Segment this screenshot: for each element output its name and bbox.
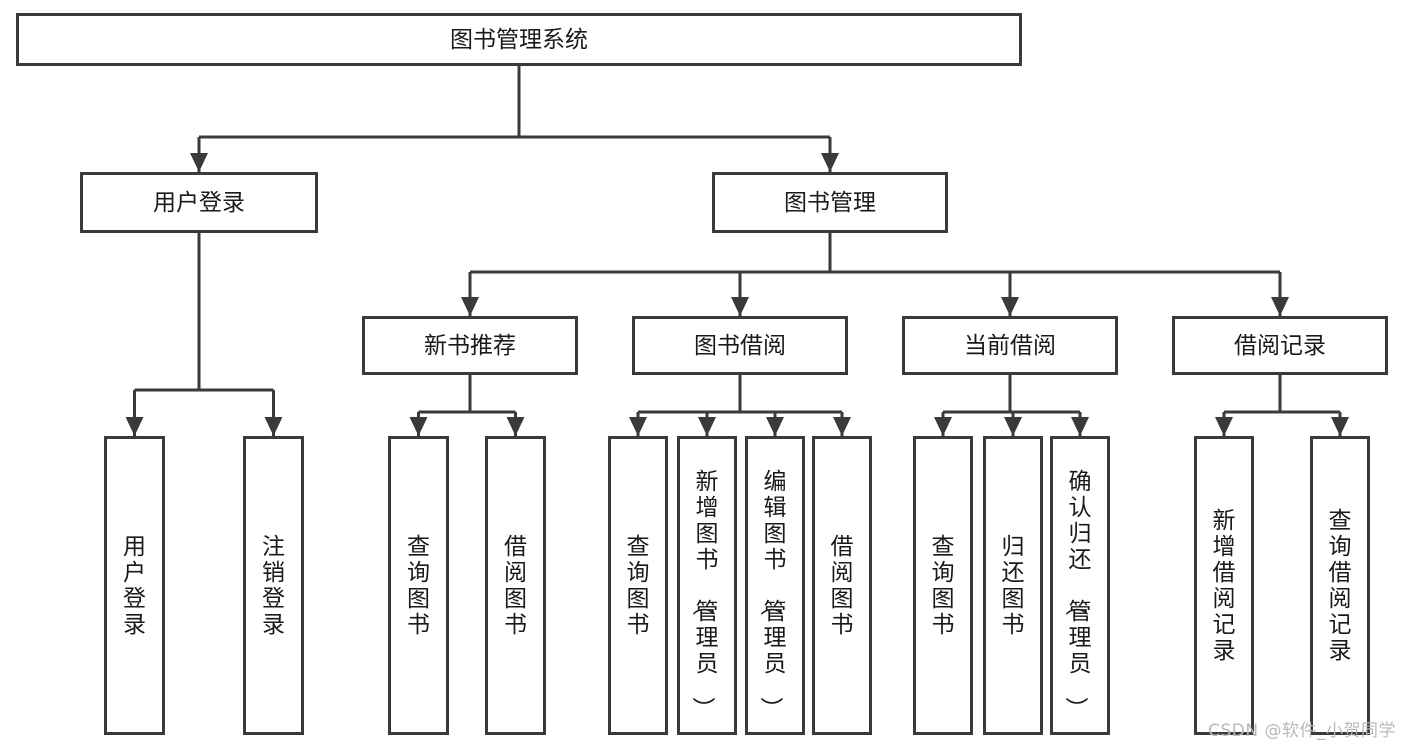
arrow-head-icon bbox=[125, 417, 144, 436]
node-label: 借阅记录 bbox=[1234, 333, 1326, 359]
node-box bbox=[902, 316, 1118, 375]
node-leaf-borrow-book-1[interactable]: 借阅图书 bbox=[485, 436, 546, 735]
node-borrow-record[interactable]: 借阅记录 bbox=[1172, 316, 1388, 375]
edge-group-new-book-rec bbox=[409, 375, 525, 436]
node-book-borrow[interactable]: 图书借阅 bbox=[632, 316, 848, 375]
node-label: 编辑图书（管理员） bbox=[758, 469, 787, 720]
edge-layer bbox=[125, 66, 1349, 436]
node-box bbox=[677, 436, 737, 735]
node-box bbox=[1050, 436, 1110, 735]
node-box bbox=[913, 436, 973, 735]
node-leaf-edit-book[interactable]: 编辑图书（管理员） bbox=[745, 436, 805, 735]
node-leaf-logout[interactable]: 注销登录 bbox=[243, 436, 304, 735]
arrow-head-icon bbox=[190, 153, 208, 172]
node-root[interactable]: 图书管理系统 bbox=[16, 13, 1022, 66]
node-box bbox=[1310, 436, 1370, 735]
edge-group-root bbox=[190, 66, 839, 172]
edge-group-borrow-record bbox=[1215, 375, 1349, 436]
node-label: 借阅图书 bbox=[504, 534, 527, 638]
node-leaf-query-record[interactable]: 查询借阅记录 bbox=[1310, 436, 1370, 735]
node-layer: 图书管理系统用户登录图书管理新书推荐图书借阅当前借阅借阅记录用户登录注销登录查询… bbox=[16, 13, 1388, 735]
node-label: 当前借阅 bbox=[964, 333, 1056, 359]
node-label: 查询图书 bbox=[627, 534, 650, 638]
node-user-login[interactable]: 用户登录 bbox=[80, 172, 318, 233]
arrow-head-icon bbox=[1271, 297, 1289, 316]
node-leaf-return-book[interactable]: 归还图书 bbox=[983, 436, 1043, 735]
arrow-head-icon bbox=[506, 417, 525, 436]
edge-group-book-manage bbox=[461, 233, 1289, 316]
node-box bbox=[712, 172, 948, 233]
arrow-head-icon bbox=[461, 297, 479, 316]
edge-group-current-borrow bbox=[934, 375, 1089, 436]
arrow-head-icon bbox=[1001, 297, 1019, 316]
node-box bbox=[485, 436, 546, 735]
arrow-head-icon bbox=[833, 417, 851, 436]
arrow-head-icon bbox=[629, 417, 647, 436]
arrow-head-icon bbox=[698, 417, 716, 436]
node-label: 图书管理 bbox=[784, 190, 876, 216]
node-leaf-confirm-return[interactable]: 确认归还（管理员） bbox=[1050, 436, 1110, 735]
arrow-head-icon bbox=[934, 417, 952, 436]
node-box bbox=[16, 13, 1022, 66]
node-leaf-add-book[interactable]: 新增图书（管理员） bbox=[677, 436, 737, 735]
node-leaf-borrow-book-2[interactable]: 借阅图书 bbox=[812, 436, 872, 735]
arrow-head-icon bbox=[409, 417, 428, 436]
arrow-head-icon bbox=[731, 297, 749, 316]
node-label: 查询图书 bbox=[407, 534, 430, 638]
node-box bbox=[1172, 316, 1388, 375]
arrow-head-icon bbox=[1331, 417, 1349, 436]
node-label: 查询图书 bbox=[932, 534, 955, 638]
node-label: 确认归还（管理员） bbox=[1063, 469, 1092, 720]
node-leaf-add-record[interactable]: 新增借阅记录 bbox=[1194, 436, 1254, 735]
arrow-head-icon bbox=[1215, 417, 1233, 436]
node-label: 用户登录 bbox=[153, 190, 245, 216]
node-box bbox=[104, 436, 165, 735]
node-box bbox=[983, 436, 1043, 735]
node-box bbox=[388, 436, 449, 735]
node-label: 归还图书 bbox=[1002, 534, 1025, 638]
node-label: 查询借阅记录 bbox=[1329, 508, 1352, 664]
arrow-head-icon bbox=[264, 417, 283, 436]
node-label: 新增借阅记录 bbox=[1213, 508, 1236, 664]
node-box bbox=[632, 316, 848, 375]
node-label: 注销登录 bbox=[262, 534, 285, 638]
arrow-head-icon bbox=[1071, 417, 1089, 436]
node-leaf-query-book-3[interactable]: 查询图书 bbox=[913, 436, 973, 735]
node-current-borrow[interactable]: 当前借阅 bbox=[902, 316, 1118, 375]
node-new-book-rec[interactable]: 新书推荐 bbox=[362, 316, 578, 375]
node-box bbox=[80, 172, 318, 233]
node-leaf-user-login[interactable]: 用户登录 bbox=[104, 436, 165, 735]
node-box bbox=[745, 436, 805, 735]
node-box bbox=[812, 436, 872, 735]
node-box bbox=[362, 316, 578, 375]
node-label: 借阅图书 bbox=[831, 534, 854, 638]
node-leaf-query-book-2[interactable]: 查询图书 bbox=[608, 436, 668, 735]
node-book-manage[interactable]: 图书管理 bbox=[712, 172, 948, 233]
node-box bbox=[1194, 436, 1254, 735]
arrow-head-icon bbox=[821, 153, 839, 172]
node-label: 图书管理系统 bbox=[450, 27, 588, 53]
node-box bbox=[608, 436, 668, 735]
edge-group-book-borrow bbox=[629, 375, 851, 436]
node-label: 用户登录 bbox=[123, 534, 146, 638]
edge-group-user-login bbox=[125, 233, 283, 436]
node-label: 图书借阅 bbox=[694, 333, 786, 359]
node-label: 新增图书（管理员） bbox=[690, 469, 719, 720]
arrow-head-icon bbox=[1004, 417, 1022, 436]
node-label: 新书推荐 bbox=[424, 333, 516, 359]
arrow-head-icon bbox=[766, 417, 784, 436]
node-leaf-query-book-1[interactable]: 查询图书 bbox=[388, 436, 449, 735]
node-box bbox=[243, 436, 304, 735]
